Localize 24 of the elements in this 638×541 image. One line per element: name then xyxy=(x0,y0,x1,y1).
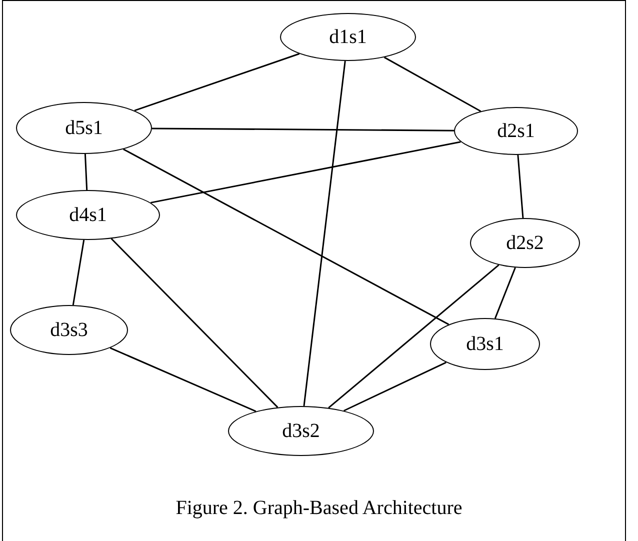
node-ellipse xyxy=(430,318,540,370)
connector-line xyxy=(123,148,450,326)
node-label: d2s1 xyxy=(497,120,535,142)
node-label: d2s2 xyxy=(506,232,544,254)
connector-line xyxy=(72,240,85,306)
connector-line xyxy=(152,128,454,132)
connector-line xyxy=(303,60,346,406)
node-label: d3s3 xyxy=(50,318,88,342)
connector-line xyxy=(494,267,516,319)
node-label: d5s1 xyxy=(65,116,103,140)
connector-line xyxy=(384,56,482,112)
connector-line xyxy=(150,141,461,204)
node-label: d3s1 xyxy=(466,332,504,356)
node-label: d3s2 xyxy=(282,420,320,442)
connector-line xyxy=(344,362,446,412)
connector-line xyxy=(110,347,256,412)
figure-caption: Figure 2. Graph-Based Architecture xyxy=(176,497,462,519)
connector-line xyxy=(110,238,278,408)
connector-line xyxy=(328,264,500,408)
node-label: d4s1 xyxy=(69,204,107,226)
connector-line xyxy=(84,154,88,190)
connector-line xyxy=(134,53,300,112)
node-label: d1s1 xyxy=(329,26,367,48)
connector-line xyxy=(517,154,524,218)
